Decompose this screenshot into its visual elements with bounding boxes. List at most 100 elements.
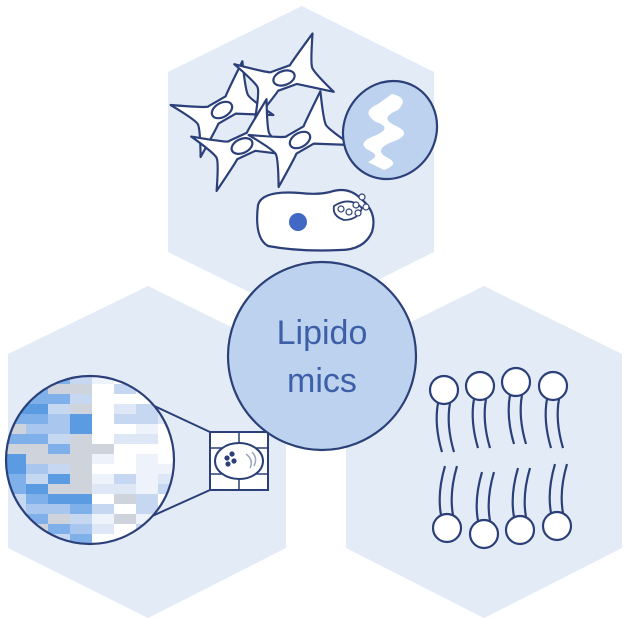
heatmap-cell [158, 434, 174, 444]
heatmap-cell [26, 404, 48, 414]
heatmap-cell [70, 424, 92, 434]
heatmap-cell [158, 484, 174, 494]
heatmap-cell [6, 434, 26, 444]
heatmap-cell [70, 444, 92, 454]
heatmap-cell [70, 434, 92, 444]
heatmap-cell [92, 384, 114, 394]
heatmap-cell [70, 414, 92, 424]
heatmap-cell [158, 444, 174, 454]
heatmap-cell [48, 454, 70, 464]
heatmap-cell [26, 414, 48, 424]
heatmap-cell [114, 444, 136, 454]
heatmap-cell [114, 394, 136, 404]
heatmap-cell [48, 514, 70, 524]
heatmap-cell [114, 474, 136, 484]
heatmap-cell [136, 444, 158, 454]
heatmap-cell [70, 524, 92, 534]
tissue-section-icon [209, 431, 269, 491]
heatmap-cell [92, 404, 114, 414]
heatmap-cell [26, 494, 48, 504]
heatmap-cell [70, 404, 92, 414]
heatmap-cell [92, 484, 114, 494]
heatmap-cell [114, 464, 136, 474]
heatmap-cell [92, 524, 114, 534]
heatmap-cell [114, 484, 136, 494]
heatmap-cell [114, 404, 136, 414]
heatmap-cell [92, 464, 114, 474]
heatmap-cell [114, 384, 136, 394]
heatmap-cell [48, 444, 70, 454]
heatmap-cell [70, 384, 92, 394]
heatmap-cell [136, 504, 158, 514]
heatmap-cell [92, 394, 114, 404]
heatmap-cell [114, 514, 136, 524]
heatmap-cell [92, 454, 114, 464]
heatmap-cell [70, 394, 92, 404]
heatmap-cell [70, 376, 92, 384]
heatmap-cell [26, 444, 48, 454]
heatmap-cell [114, 424, 136, 434]
heatmap-cell [136, 434, 158, 444]
heatmap-cell [6, 424, 26, 434]
heatmap-cell [70, 534, 92, 544]
heatmap-cell [70, 504, 92, 514]
heatmap-cell [26, 434, 48, 444]
center-label-line1: Lipido [277, 314, 368, 352]
heatmap-cell [70, 484, 92, 494]
heatmap-cell [48, 434, 70, 444]
heatmap-cell [48, 504, 70, 514]
heatmap-cell [114, 414, 136, 424]
center-label-line2: mics [287, 362, 357, 400]
heatmap-cell [70, 474, 92, 484]
heatmap-cell [26, 464, 48, 474]
heatmap-cell [136, 474, 158, 484]
heatmap-cell [92, 504, 114, 514]
heatmap-cell [6, 454, 26, 464]
heatmap-cell [92, 514, 114, 524]
heatmap-cell [158, 464, 174, 474]
heatmap-cell [48, 494, 70, 504]
mitochondrion-icon [341, 79, 439, 181]
heatmap-cell [136, 424, 158, 434]
heatmap-cell [158, 474, 174, 484]
heatmap-cell [136, 414, 158, 424]
heatmap-cell [92, 376, 114, 384]
heatmap-cell [158, 424, 174, 434]
center-circle: Lipido mics [226, 260, 418, 452]
heatmap-cell [70, 494, 92, 504]
heatmap-cell [48, 474, 70, 484]
heatmap-cell [92, 494, 114, 504]
heatmap-cell [26, 474, 48, 484]
heatmap-cell [136, 494, 158, 504]
heatmap-cell [48, 414, 70, 424]
heatmap-cell [114, 494, 136, 504]
heatmap-cell [136, 514, 158, 524]
heatmap-cell [136, 454, 158, 464]
heatmap-cell [26, 454, 48, 464]
heatmap-cell [48, 484, 70, 494]
heatmap-cell [70, 464, 92, 474]
heatmap-cell [92, 444, 114, 454]
heatmap-cell [70, 454, 92, 464]
heatmap-cell [6, 444, 26, 454]
heatmap-cell [92, 414, 114, 424]
heatmap-cell [48, 384, 70, 394]
heatmap-cell [26, 504, 48, 514]
heatmap-cell [48, 524, 70, 534]
heatmap-cell [26, 424, 48, 434]
heatmap-cell [136, 464, 158, 474]
heatmap-cell [48, 394, 70, 404]
heatmap-cell [92, 434, 114, 444]
heatmap-cell [92, 534, 114, 544]
heatmap-cell [114, 454, 136, 464]
heatmap-cell [70, 514, 92, 524]
heatmap-cell [26, 394, 48, 404]
heatmap-cell [6, 464, 26, 474]
heatmap-cell [26, 514, 48, 524]
heatmap-cell [158, 454, 174, 464]
cell-icon [256, 188, 375, 252]
heatmap-cell [48, 404, 70, 414]
heatmap-cell [48, 464, 70, 474]
heatmap-cell [136, 484, 158, 494]
